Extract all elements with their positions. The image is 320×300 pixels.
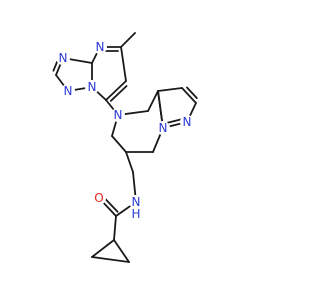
atom-bg-N_pyr_a	[93, 40, 107, 54]
atom-N_tri_1: N	[59, 51, 68, 65]
atom-N_pz_a: N	[159, 121, 168, 135]
atom-O_amide: O	[94, 191, 103, 205]
bond-pC3-pC1	[120, 46, 127, 82]
bond-pzC3-pzC4	[181, 87, 197, 104]
atom-N_ring: N	[114, 108, 123, 122]
double-bond-pyrazole	[186, 86, 198, 99]
atom-N_pz_b: N	[183, 115, 192, 129]
bond-cp3-cp1	[113, 239, 130, 263]
bond-c7-c6	[111, 135, 127, 153]
atom-bg-NH_amide	[129, 195, 143, 209]
bonds-group	[52, 32, 198, 263]
bond-pzC3a-pzC3	[157, 87, 183, 92]
bond-c7-cSide	[125, 151, 134, 173]
bond-cp2-cp3	[91, 256, 130, 263]
atom-N_pyr_a: N	[96, 40, 105, 54]
bond-me-pC1	[120, 32, 136, 48]
atom-bg-N_pz_a	[156, 121, 170, 135]
atom-NH_amide: N	[132, 195, 141, 209]
double-bond-pyrimidine-2	[110, 85, 128, 102]
atom-bg-O_amide	[92, 191, 106, 205]
bond-pC4-pC3	[105, 80, 127, 101]
atom-N_tri_2: N	[64, 84, 73, 98]
atom-bg-N_tri_1	[56, 51, 70, 65]
bond-cCO-cp1	[113, 215, 117, 241]
atom-bg-N_tri_2	[61, 84, 75, 98]
atom-bg-N_pz_b	[180, 115, 194, 129]
atom-bg-N_tri_3	[85, 80, 99, 94]
bond-cA-pzC3a	[147, 90, 159, 112]
bond-cp1-cp2	[91, 239, 115, 258]
atom-N_tri_3: N	[88, 80, 97, 94]
atom-nh-hydrogen: H	[131, 207, 140, 221]
atom-bg-N_ring	[111, 108, 125, 122]
double-bond-pyrazole-2	[164, 117, 185, 125]
